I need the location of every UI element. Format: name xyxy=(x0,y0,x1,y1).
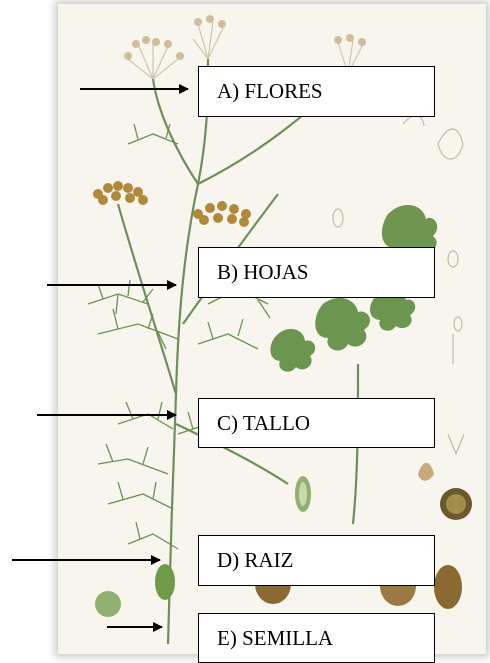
label-tallo: C) TALLO xyxy=(198,398,435,448)
label-hojas: B) HOJAS xyxy=(198,247,435,298)
flower-clusters xyxy=(93,181,251,227)
upper-flower-dots xyxy=(124,15,366,60)
label-raiz: D) RAIZ xyxy=(198,535,435,586)
label-semilla: E) SEMILLA xyxy=(198,613,435,663)
feathery-leaves xyxy=(88,94,278,549)
label-flores: A) FLORES xyxy=(198,66,435,117)
